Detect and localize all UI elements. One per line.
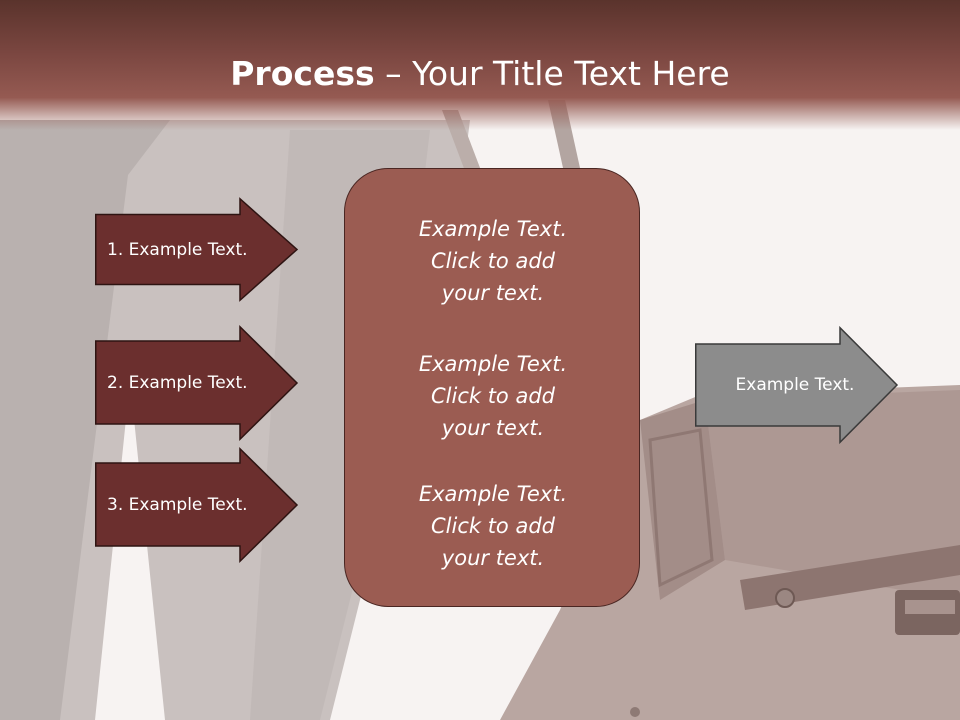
center-text-block-2: Example Text. Click to add your text.	[418, 352, 568, 440]
arrow-shape-icon	[95, 197, 299, 302]
slide-title[interactable]: Process – Your Title Text Here	[0, 52, 960, 96]
title-bold: Process	[230, 54, 375, 93]
center-text-block-1: Example Text. Click to add your text.	[418, 217, 568, 305]
result-arrow[interactable]: Example Text.	[695, 325, 899, 445]
arrow-shape-icon	[695, 325, 899, 445]
step-arrow-3[interactable]: 3. Example Text.	[95, 446, 299, 564]
step-arrow-label: 1. Example Text.	[107, 239, 248, 260]
center-text-block-3: Example Text. Click to add your text.	[418, 482, 568, 570]
step-arrow-2[interactable]: 2. Example Text.	[95, 324, 299, 442]
arrow-shape-icon	[95, 324, 299, 442]
result-arrow-label: Example Text.	[735, 375, 855, 395]
step-arrow-1[interactable]: 1. Example Text.	[95, 197, 299, 302]
title-bar	[0, 0, 960, 130]
step-arrow-label: 2. Example Text.	[107, 373, 248, 393]
title-rest: – Your Title Text Here	[374, 54, 730, 93]
center-text-box[interactable]: Example Text. Click to add your text. Ex…	[344, 168, 640, 607]
arrow-shape-icon	[95, 446, 299, 564]
step-arrow-label: 3. Example Text.	[107, 495, 248, 515]
